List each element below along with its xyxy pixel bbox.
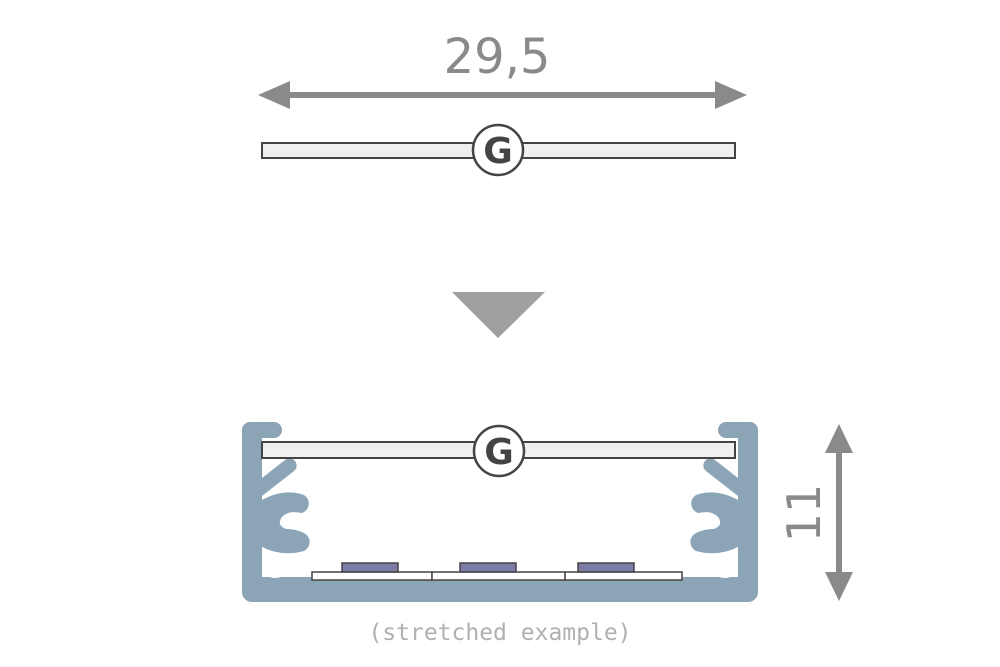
diffuser-letter-bottom: G [484, 432, 514, 473]
down-arrow-icon [452, 292, 545, 338]
diffuser-standalone: G [261, 123, 736, 177]
led-chip [341, 562, 399, 573]
led-strip [311, 562, 683, 581]
led-chip [577, 562, 635, 573]
aluminium-profile [242, 422, 758, 602]
height-label: 11 [777, 484, 831, 543]
diffuser-letter-top: G [483, 131, 513, 172]
height-dimension-arrow [825, 424, 853, 601]
caption: (stretched example) [368, 620, 631, 646]
width-label: 29,5 [444, 29, 551, 85]
diffuser-mounted: G [261, 424, 736, 478]
led-chip [459, 562, 517, 573]
width-dimension-arrow [258, 81, 747, 109]
